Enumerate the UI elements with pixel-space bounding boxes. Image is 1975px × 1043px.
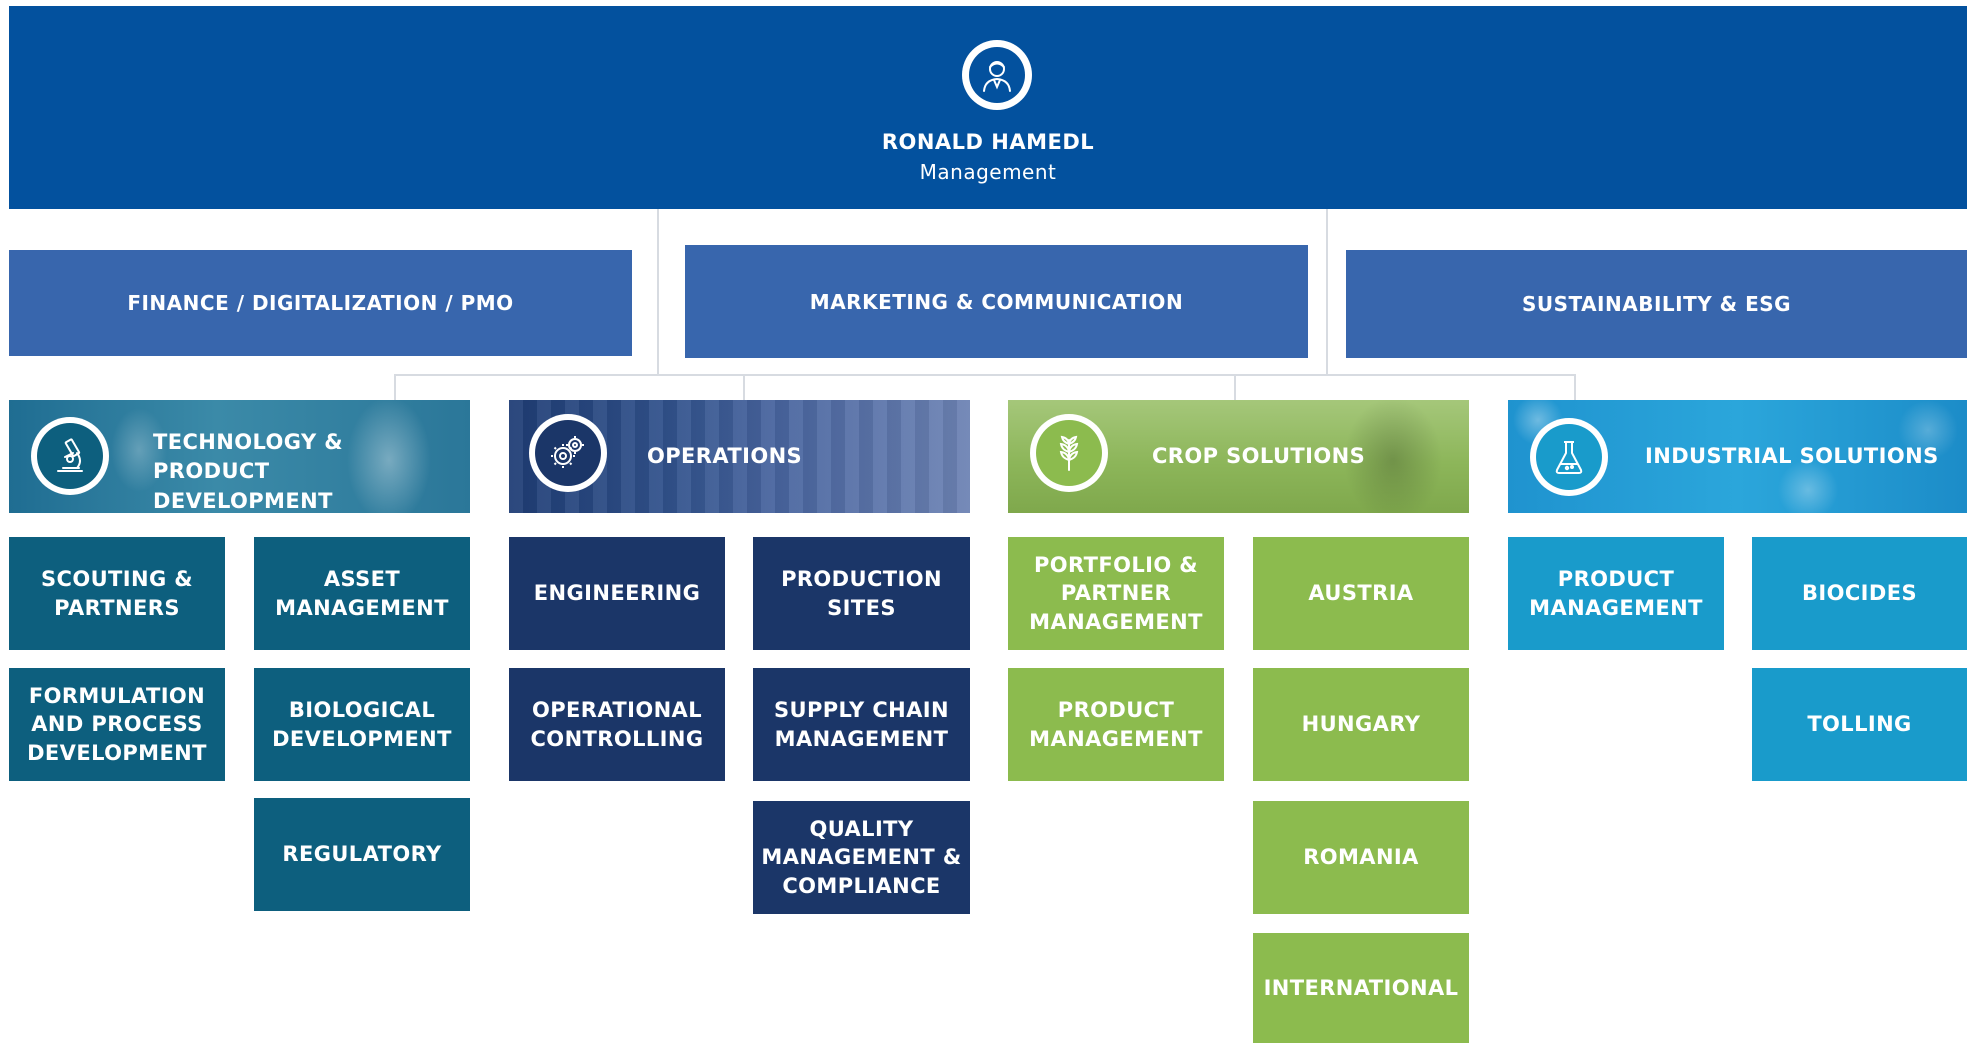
connector-line [1326,209,1328,374]
flask-icon [1530,418,1608,496]
unit-biocides: BIOCIDES [1752,537,1967,650]
division-industrial-label: INDUSTRIAL SOLUTIONS [1645,444,1939,468]
manager-role: Management [919,160,1057,184]
division-operations: OPERATIONS [509,400,970,513]
division-crop-label: CROP SOLUTIONS [1152,444,1366,468]
connector-line [1574,374,1576,400]
division-technology-label: TECHNOLOGY & PRODUCT DEVELOPMENT [153,430,343,513]
unit-portfolio-partner-management: PORTFOLIO & PARTNER MANAGEMENT [1008,537,1224,650]
division-crop: CROP SOLUTIONS [1008,400,1469,513]
gears-icon [529,414,607,492]
unit-asset-management: ASSET MANAGEMENT [254,537,470,650]
unit-quality-management-compliance: QUALITY MANAGEMENT & COMPLIANCE [753,801,970,914]
person-icon [962,40,1032,110]
unit-austria: AUSTRIA [1253,537,1469,650]
connector-line [1234,374,1236,400]
unit-scouting-partners: SCOUTING & PARTNERS [9,537,225,650]
connector-line [743,374,745,400]
unit-regulatory: REGULATORY [254,798,470,911]
management-banner: RONALD HAMEDL Management [9,6,1967,209]
connector-line [657,209,659,374]
division-industrial: INDUSTRIAL SOLUTIONS [1508,400,1967,513]
unit-biological-development: BIOLOGICAL DEVELOPMENT [254,668,470,781]
wheat-icon [1030,414,1108,492]
unit-engineering: ENGINEERING [509,537,725,650]
staff-unit-sustainability: SUSTAINABILITY & ESG [1346,250,1967,358]
unit-international: INTERNATIONAL [1253,933,1469,1043]
staff-unit-marketing: MARKETING & COMMUNICATION [685,245,1308,358]
unit-supply-chain-management: SUPPLY CHAIN MANAGEMENT [753,668,970,781]
division-technology: TECHNOLOGY & PRODUCT DEVELOPMENT [9,400,470,513]
staff-unit-finance: FINANCE / DIGITALIZATION / PMO [9,250,632,356]
manager-name: RONALD HAMEDL [881,130,1095,154]
connector-line [394,374,1576,376]
division-operations-label: OPERATIONS [647,444,803,468]
unit-hungary: HUNGARY [1253,668,1469,781]
connector-line [394,374,396,400]
unit-formulation-process-development: FORMULATION AND PROCESS DEVELOPMENT [9,668,225,781]
unit-production-sites: PRODUCTION SITES [753,537,970,650]
unit-romania: ROMANIA [1253,801,1469,914]
unit-operational-controlling: OPERATIONAL CONTROLLING [509,668,725,781]
unit-industrial-product-management: PRODUCT MANAGEMENT [1508,537,1724,650]
unit-crop-product-management: PRODUCT MANAGEMENT [1008,668,1224,781]
unit-tolling: TOLLING [1752,668,1967,781]
microscope-icon [31,417,109,495]
